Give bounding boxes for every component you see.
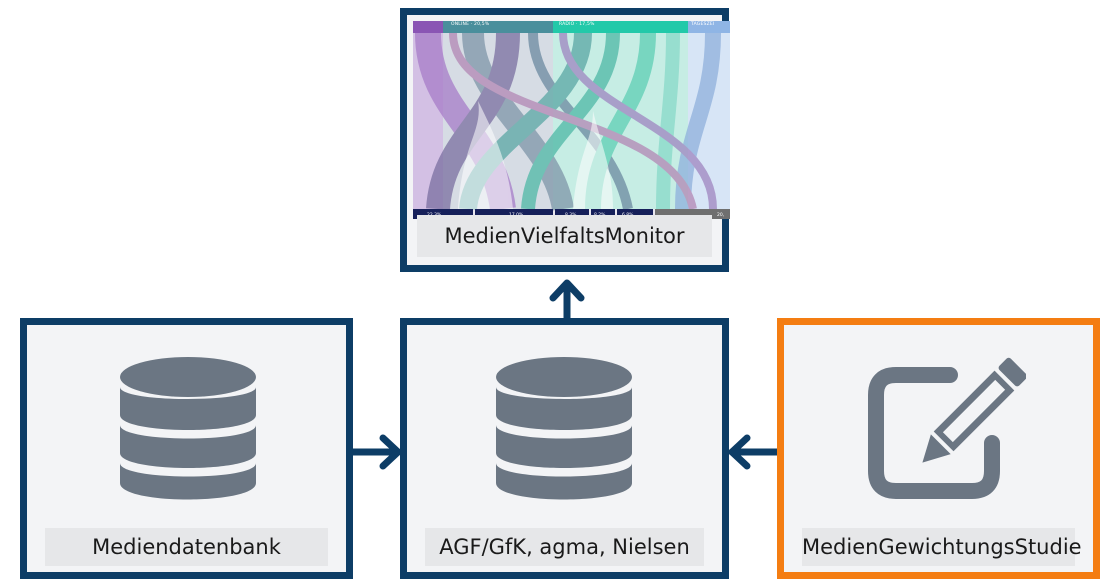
- mediendatenbank-label: Mediendatenbank: [45, 528, 328, 566]
- monitor-thumbnail: ONLINE · 20,5% RADIO · 17,5% TAGESZEI 22…: [413, 21, 730, 219]
- mediendatenbank-box: Mediendatenbank: [20, 318, 353, 579]
- thumbnail-header-online: ONLINE · 20,5%: [451, 22, 490, 27]
- agf-label: AGF/GfK, agma, Nielsen: [425, 528, 704, 566]
- medien-vielfalts-monitor-box: ONLINE · 20,5% RADIO · 17,5% TAGESZEI 22…: [400, 8, 730, 272]
- medien-gewichtungs-studie-box: MedienGewichtungsStudie: [777, 318, 1100, 579]
- edit-icon: [868, 357, 1026, 499]
- database-icon: [120, 357, 256, 500]
- thumbnail-header-radio: RADIO · 17,5%: [559, 22, 595, 27]
- agf-gfk-agma-nielsen-box: AGF/GfK, agma, Nielsen: [400, 318, 729, 579]
- monitor-label: MedienVielfaltsMonitor: [417, 215, 712, 257]
- studie-label: MedienGewichtungsStudie: [802, 528, 1082, 566]
- thumbnail-value: 20,: [717, 213, 725, 218]
- database-icon: [496, 357, 632, 500]
- thumbnail-header-tageszeitung: TAGESZEI: [691, 22, 715, 27]
